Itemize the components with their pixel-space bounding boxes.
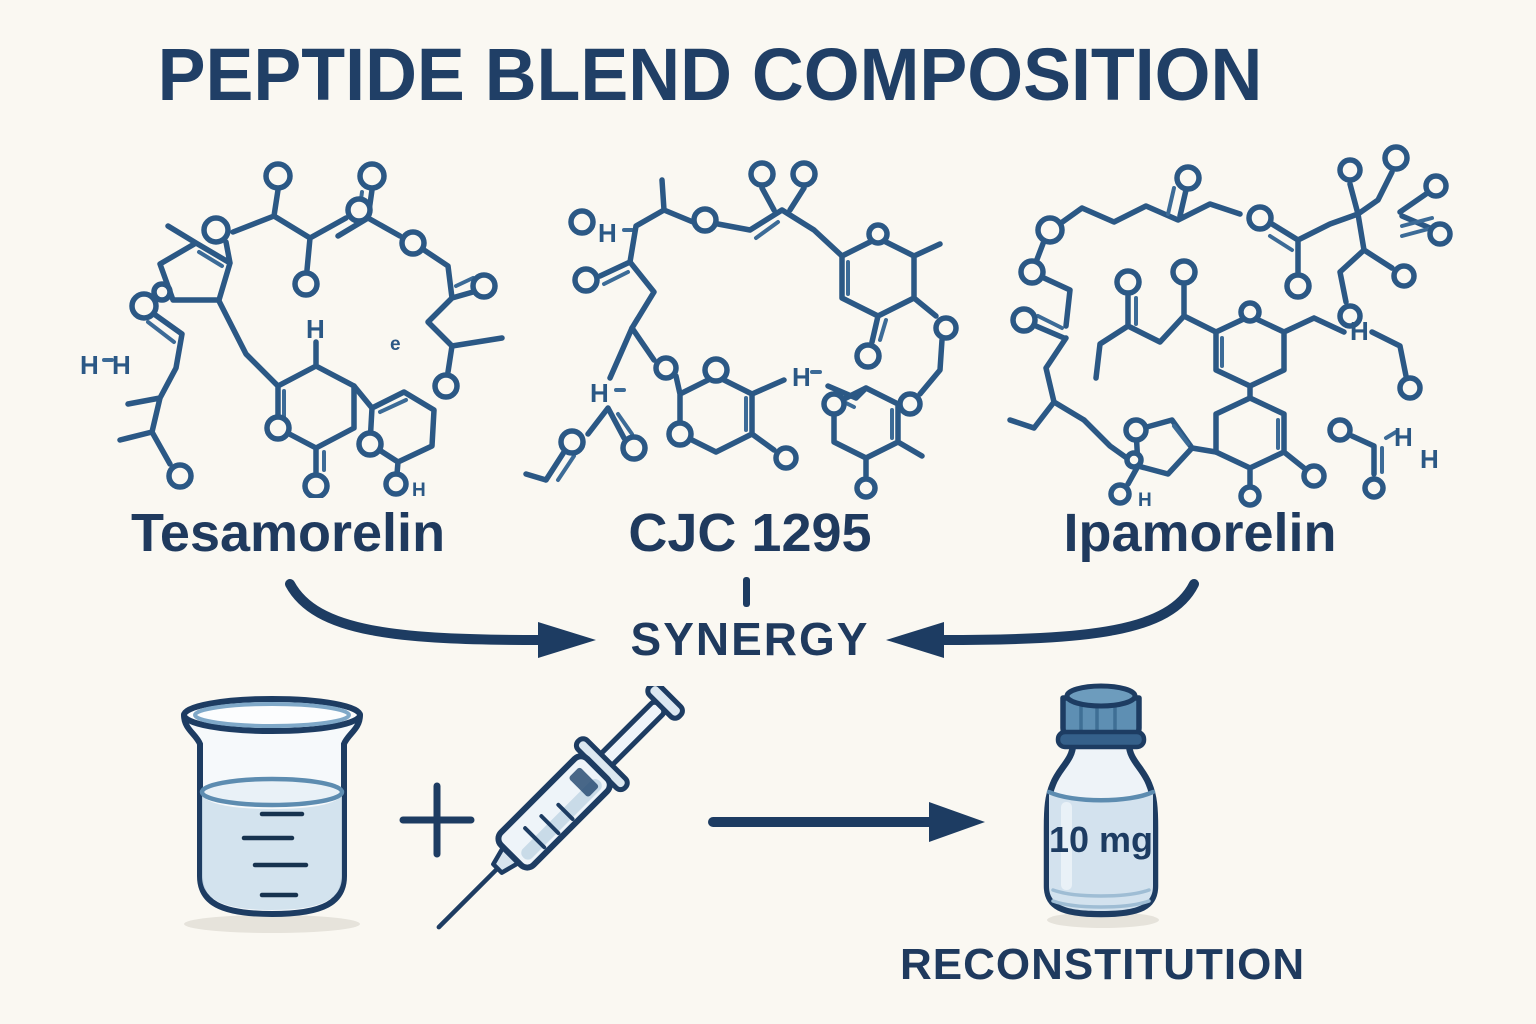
h-atom-label: H (1420, 444, 1439, 474)
beaker-rim-inner (193, 702, 351, 728)
connector-line (743, 577, 750, 607)
molecule-bonds: H H H H (1007, 144, 1453, 510)
liquid-surface (199, 776, 345, 808)
beaker-icon (181, 696, 363, 933)
left-curved-arrow-icon (285, 579, 596, 658)
synergy-label: SYNERGY (630, 613, 870, 665)
h-atom-label: H (1350, 316, 1369, 346)
cjc1295-label: CJC 1295 (628, 503, 872, 563)
syringe-barrel (495, 753, 613, 871)
h-atom-label: H (1138, 490, 1152, 510)
page-title: PEPTIDE BLEND COMPOSITION (157, 33, 1263, 116)
syringe-needle (436, 864, 502, 930)
barrel-shading (521, 779, 602, 860)
vial-liquid (1049, 792, 1153, 911)
vial-shadow (1047, 912, 1159, 928)
h-atom-label: H (590, 378, 609, 408)
e-atom-label: e (390, 334, 401, 355)
tesamorelin-label: Tesamorelin (130, 503, 446, 563)
reconstitution-label: RECONSTITUTION (900, 940, 1306, 989)
flow-arrow-icon (708, 802, 985, 842)
cjc1295-structure: H H H (523, 160, 959, 500)
h-atom-label: H (306, 314, 325, 344)
ipamorelin-label: Ipamorelin (1063, 503, 1337, 563)
barrel-graduations (523, 802, 575, 850)
vial-dose-label: 10 mg (1049, 819, 1153, 860)
molecule-bonds: H H H e H (80, 161, 505, 498)
vial-icon: 10 mg (1043, 683, 1159, 928)
h-atom-label: H (112, 350, 131, 380)
ipamorelin-structure: H H H H (1007, 144, 1453, 510)
plus-icon (399, 782, 475, 858)
tesamorelin-structure: H H H e H (80, 161, 505, 498)
plunger-stopper (569, 767, 599, 797)
beaker-graduations (241, 811, 309, 898)
vial-cap-flange (1055, 729, 1147, 750)
beaker-liquid (202, 792, 342, 910)
vial-cap-top (1064, 683, 1138, 709)
syringe-icon (436, 686, 685, 930)
right-curved-arrow-icon (886, 579, 1199, 658)
syringe-thumb-rest (645, 686, 685, 721)
vial-liquid-surface (1046, 789, 1156, 803)
molecule-bonds: H H H (523, 160, 959, 500)
h-atom-label: H (80, 350, 99, 380)
h-atom-label: H (1394, 422, 1413, 452)
beaker-shadow (184, 915, 360, 933)
h-atom-label: H (598, 218, 617, 248)
h-atom-label: H (792, 362, 811, 392)
vial-base-rings (1051, 888, 1151, 909)
h-atom-label: H (412, 480, 426, 498)
vial-highlight (1061, 802, 1072, 890)
